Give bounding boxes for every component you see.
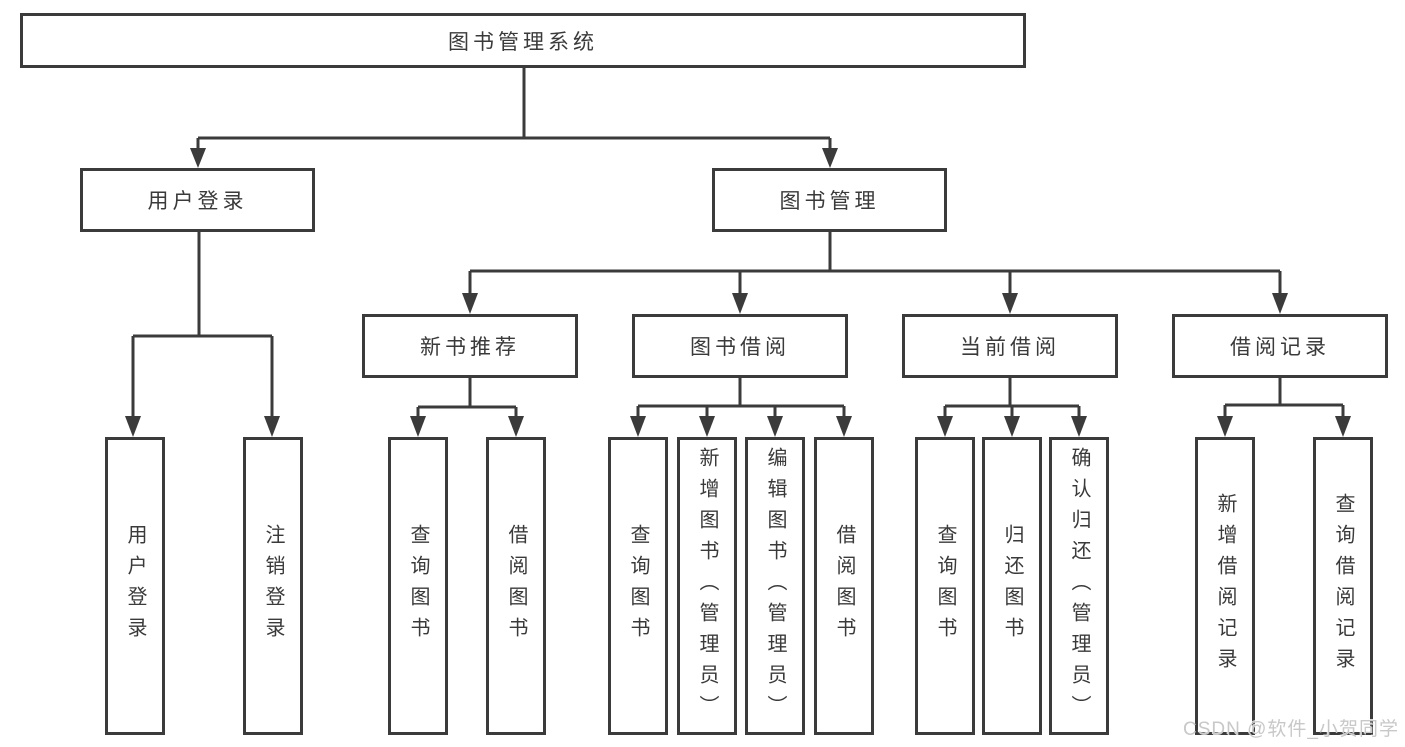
node-new-book-recommend: 新书推荐 bbox=[362, 314, 578, 378]
leaf-borrow-edit-book-admin: 编辑图书（管理员） bbox=[745, 437, 805, 735]
node-book-management: 图书管理 bbox=[712, 168, 947, 232]
connector-record-children bbox=[1217, 376, 1351, 437]
leaf-user-login: 用户登录 bbox=[105, 437, 165, 735]
connector-borrow-children bbox=[630, 376, 852, 437]
leaf-recommend-query-book: 查询图书 bbox=[388, 437, 448, 735]
node-current-borrow: 当前借阅 bbox=[902, 314, 1118, 378]
leaf-borrow-add-book-admin: 新增图书（管理员） bbox=[677, 437, 737, 735]
leaf-record-query: 查询借阅记录 bbox=[1313, 437, 1373, 735]
leaf-logout-login: 注销登录 bbox=[243, 437, 303, 735]
connector-root-to-level2 bbox=[190, 66, 838, 168]
connector-recommend-children bbox=[410, 376, 524, 437]
node-borrow-record: 借阅记录 bbox=[1172, 314, 1388, 378]
leaf-current-confirm-return-admin: 确认归还（管理员） bbox=[1049, 437, 1109, 735]
node-system-root: 图书管理系统 bbox=[20, 13, 1026, 68]
leaf-current-query-book: 查询图书 bbox=[915, 437, 975, 735]
leaf-borrow-query-book: 查询图书 bbox=[608, 437, 668, 735]
csdn-watermark: CSDN @软件_小贺同学 bbox=[1183, 719, 1399, 740]
leaf-recommend-borrow-book: 借阅图书 bbox=[486, 437, 546, 735]
node-book-borrow: 图书借阅 bbox=[632, 314, 848, 378]
leaf-record-add: 新增借阅记录 bbox=[1195, 437, 1255, 735]
node-user-login: 用户登录 bbox=[80, 168, 315, 232]
connector-current-children bbox=[937, 376, 1087, 437]
leaf-borrow-borrow-book: 借阅图书 bbox=[814, 437, 874, 735]
connector-book-management-children bbox=[462, 230, 1288, 314]
connector-user-login-children bbox=[125, 230, 280, 437]
leaf-current-return-book: 归还图书 bbox=[982, 437, 1042, 735]
